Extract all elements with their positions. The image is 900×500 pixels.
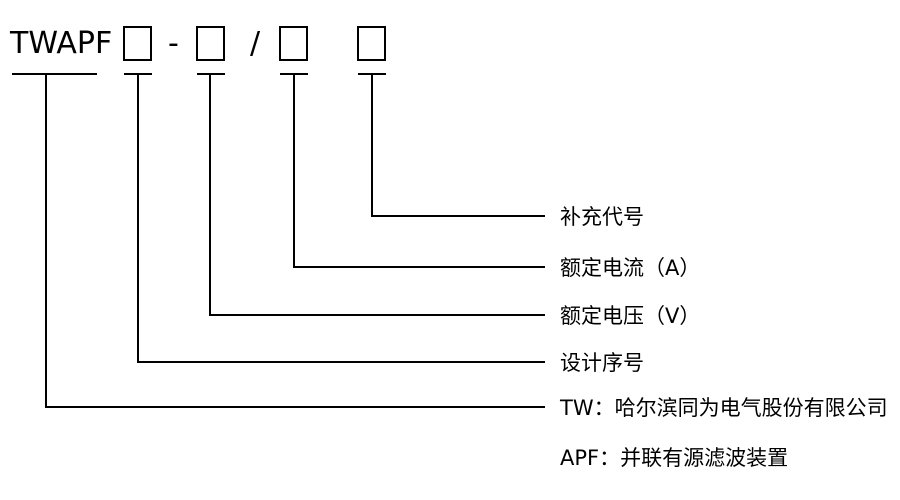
design-serial-leader <box>137 74 545 363</box>
tw-leader <box>45 74 545 408</box>
supplementary-code-box <box>357 26 386 61</box>
model-prefix: TWAPF <box>9 26 112 61</box>
slash-separator: / <box>250 26 261 61</box>
rated-voltage-leader <box>209 74 545 316</box>
supplementary-code-label: 补充代号 <box>560 205 644 229</box>
rated-current-box <box>279 26 308 61</box>
rated-current-leader <box>293 74 545 268</box>
rated-voltage-label: 额定电压（V） <box>560 304 700 328</box>
supplementary-code-leader <box>371 74 545 217</box>
design-serial-label: 设计序号 <box>560 351 644 375</box>
tw-meaning-label: TW：哈尔滨同为电气股份有限公司 <box>559 396 888 420</box>
dash-separator: - <box>168 26 179 61</box>
rated-current-label: 额定电流（A） <box>560 256 700 280</box>
design-serial-box <box>123 26 152 61</box>
apf-meaning-label: APF：并联有源滤波装置 <box>560 446 788 470</box>
rated-voltage-box <box>196 26 225 61</box>
